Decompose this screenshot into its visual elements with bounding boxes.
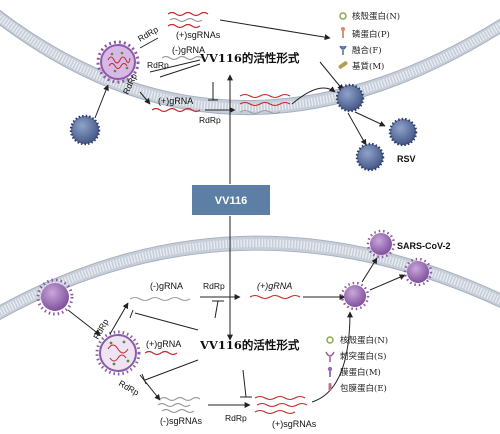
sars-rdrp-label-d: RdRp (225, 413, 247, 423)
rsv-legend-item-p: 磷蛋白(P) (352, 29, 390, 40)
sars-entry-arrow (67, 309, 101, 336)
sars-virus-name: SARS-CoV-2 (397, 241, 451, 251)
rsv-intracellular-virus (96, 40, 140, 84)
sars-pos-grna-strand-b (249, 294, 301, 300)
sars-inhibit-bar-bottom (240, 369, 252, 398)
sars-legend-item-m: 膜蛋白(M) (340, 367, 381, 378)
sars-pos-sgrnas-label: (+)sgRNAs (272, 419, 317, 429)
sars-neg-grna-strand (129, 296, 191, 302)
sars-released-virus-2 (403, 257, 433, 287)
sars-inhibit-cap-1 (129, 309, 134, 319)
sars-assembled-virus (340, 281, 370, 311)
sars-inhibit-bar-top (212, 300, 224, 319)
sars-released-virus-1 (366, 229, 396, 259)
rsv-inhibit-bar (208, 82, 218, 101)
phosphoprotein-icon (341, 27, 345, 38)
rsv-assembled-virus (335, 83, 365, 113)
sars-pos-grna-strand-a (144, 350, 178, 356)
sars-pos-grna-label-b: (+)gRNA (257, 281, 292, 291)
rsv-sgrnas-to-proteins-arrow (219, 19, 331, 41)
sars-active-form-label: VV116的活性形式 (199, 338, 300, 352)
spike-protein-icon (325, 351, 335, 362)
rsv-released-virus-2 (355, 142, 385, 172)
sars-pos-grna-label-a: (+)gRNA (146, 339, 181, 349)
membrane-protein-icon (327, 366, 333, 377)
sars-protein-legend: 核殼蛋白(N) 刺突蛋白(S) 膜蛋白(M) 包膜蛋白(E) (325, 335, 388, 394)
envelope-protein-icon (328, 383, 332, 391)
sars-legend-item-n: 核殼蛋白(N) (340, 335, 388, 346)
rsv-pos-grna-label: (+)gRNA (158, 96, 193, 106)
sars-virus-to-neg-grna-arrow (109, 302, 129, 335)
rsv-cell-membrane (0, 9, 500, 116)
sars-pos-sgrnas-strands (254, 395, 308, 415)
sars-release-arrow-1 (361, 257, 378, 283)
rsv-release-arrow-2 (347, 112, 367, 146)
rsv-entry-arrow (94, 84, 109, 119)
rsv-legend-item-m: 基質(M) (352, 61, 384, 72)
sars-entering-virus (36, 278, 74, 316)
sars-rdrp-label-c: RdRp (203, 281, 225, 291)
matrix-protein-icon (338, 61, 348, 69)
rsv-inhibit-line-3 (159, 63, 201, 78)
sars-virus-to-neg-sgrnas-arrow (139, 374, 161, 401)
fusion-protein-icon (339, 45, 347, 55)
rsv-inhibit-line-1 (139, 37, 159, 49)
sars-release-arrow-2 (369, 274, 406, 291)
sars-sgrnas-to-assembly-arrow (311, 311, 353, 403)
rsv-protein-legend: 核殼蛋白(N) 磷蛋白(P) 融合(F) 基質(M) (338, 11, 400, 72)
rsv-rdrp-label-d: RdRp (199, 115, 221, 125)
rsv-released-virus-1 (388, 117, 418, 147)
sars-legend-item-s: 刺突蛋白(S) (340, 351, 386, 362)
nucleocapsid-icon (326, 336, 334, 344)
rsv-proteins-to-assembly-arrow (319, 61, 344, 91)
rsv-release-arrow-1 (354, 111, 386, 127)
rsv-genome-to-assembly-arrow (291, 86, 336, 105)
rsv-inhibit-line-2 (149, 59, 201, 73)
rsv-active-form-label: VV116的活性形式 (199, 51, 300, 65)
sars-inhibit-line-2 (144, 359, 199, 381)
rsv-virus-name: RSV (397, 154, 416, 164)
rsv-entering-virus (69, 114, 101, 146)
nucleocapsid-icon (339, 12, 347, 20)
rsv-genome-strands (239, 93, 291, 115)
sars-inhibit-line-1 (134, 312, 199, 331)
rsv-sgrnas-strands (167, 11, 209, 29)
rsv-pos-grna-strand (151, 107, 201, 113)
sars-neg-sgrnas-label: (-)sgRNAs (160, 416, 202, 426)
rsv-rdrp-label-a: RdRp (136, 24, 160, 44)
rsv-rdrp-label-b: RdRp (147, 60, 169, 70)
sars-neg-grna-label: (-)gRNA (150, 281, 183, 291)
sars-neg-sgrnas-strands (157, 396, 201, 414)
sars-intracellular-virus (95, 330, 141, 376)
rsv-legend-item-n: 核殼蛋白(N) (352, 11, 400, 22)
vv116-label: VV116 (215, 195, 247, 207)
rsv-rdrp-to-pos-grna-arrow (139, 91, 151, 105)
sars-legend-item-e: 包膜蛋白(E) (340, 383, 387, 394)
vv116-drug-box: VV116 (192, 185, 270, 215)
rsv-legend-item-f: 融合(F) (352, 45, 382, 56)
rsv-neg-grna-strand (161, 55, 203, 61)
rsv-neg-grna-label: (-)gRNA (172, 45, 205, 55)
rsv-sgrnas-label: (+)sgRNAs (176, 30, 221, 40)
sars-rdrp-label-b: RdRp (117, 378, 141, 398)
